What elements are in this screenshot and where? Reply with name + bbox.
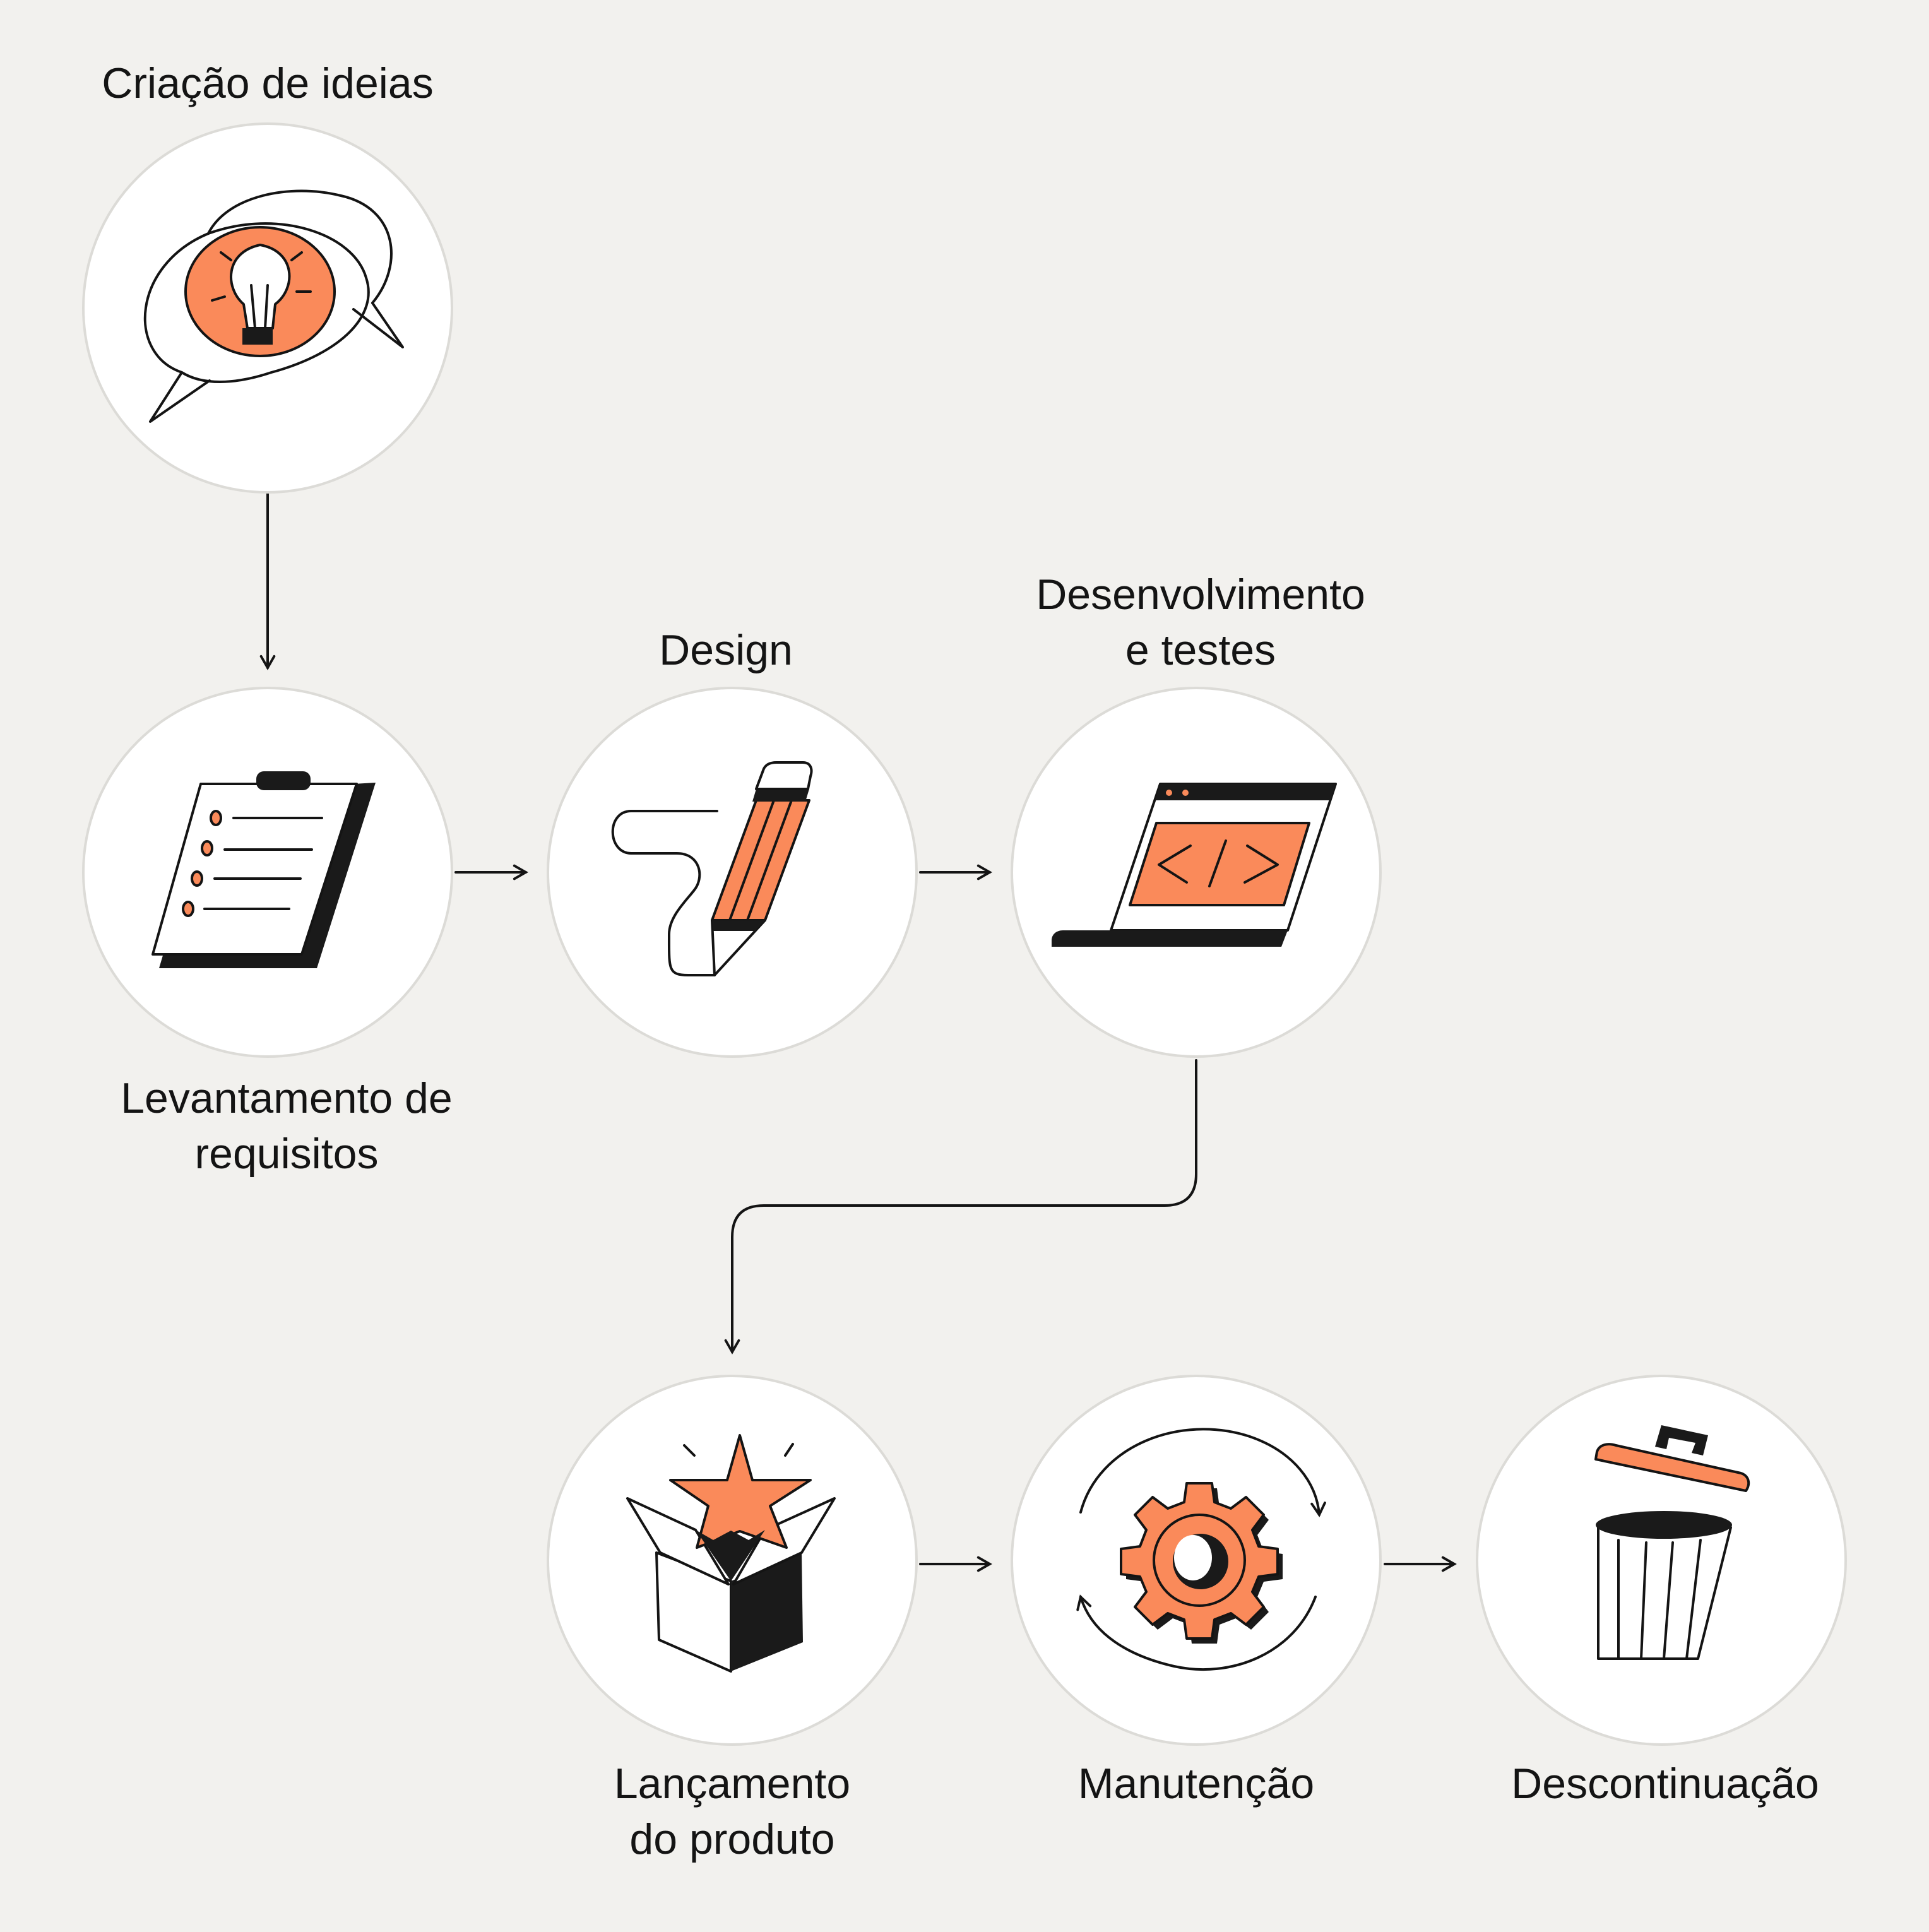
label-design: Design [659,626,793,674]
label-development: Desenvolvimento e testes [1036,571,1365,674]
lightbulb-speech-bubbles-icon [143,189,404,423]
connectors [259,492,1457,1572]
clipboard-checklist-icon [151,771,376,968]
trash-can-icon [1594,1425,1750,1660]
label-requirements: Levantamento de requisitos [121,1074,453,1178]
arrow-development-launch [724,1059,1197,1354]
gear-cycle-icon [1076,1428,1326,1671]
label-discontinuation: Descontinuação [1511,1760,1819,1808]
label-ideation: Criação de ideias [102,59,434,107]
label-maintenance: Manutenção [1077,1760,1315,1808]
star-box-icon [626,1434,836,1673]
laptop-code-icon [1052,783,1337,947]
pencil-icon [611,761,813,976]
label-launch: Lançamento do produto [614,1760,851,1863]
